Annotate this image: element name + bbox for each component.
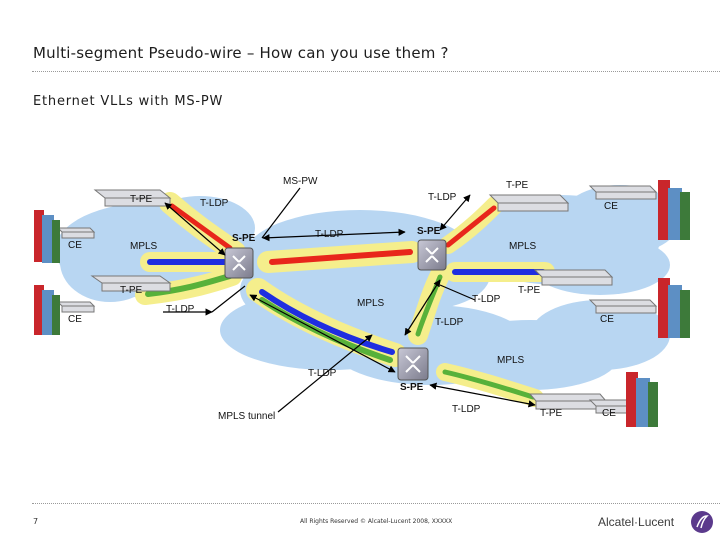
label-mpls-tunnel: MPLS tunnel: [218, 411, 275, 422]
label-ce-right-mid: CE: [600, 314, 614, 325]
logo-mark: [691, 511, 713, 533]
label-ms-pw: MS-PW: [283, 176, 318, 187]
tldp-arrows: [163, 187, 536, 413]
label-mpls-left: MPLS: [130, 241, 158, 252]
label-spe-bottom: S-PE: [400, 382, 424, 393]
label-tpe-top-left: T-PE: [130, 194, 153, 205]
building-icon: [658, 180, 690, 240]
label-mpls-center: MPLS: [357, 298, 385, 309]
label-spe-left: S-PE: [232, 233, 256, 244]
slide-subtitle: Ethernet VLLs with MS-PW: [33, 94, 224, 109]
label-tldp-left-bottom: T-LDP: [166, 304, 195, 315]
building-icon: [626, 372, 658, 427]
building-icon: [658, 278, 690, 338]
label-tldp-center-right: T-LDP: [435, 317, 464, 328]
label-ce-left-top: CE: [68, 240, 82, 251]
building-icon: [34, 285, 60, 335]
page-number: 7: [33, 517, 39, 526]
label-tldp-right-mid: T-LDP: [472, 294, 501, 305]
building-icon: [34, 210, 60, 263]
label-ce-left-bottom: CE: [68, 314, 82, 325]
label-tldp-top-left: T-LDP: [200, 198, 229, 209]
label-tldp-top-right: T-LDP: [428, 192, 457, 203]
logo-icon: Alcatel·Lucent: [598, 510, 718, 534]
logo-text: Alcatel·Lucent: [598, 515, 675, 529]
footer-divider: [32, 503, 720, 504]
label-mpls-right: MPLS: [509, 241, 537, 252]
label-ce-bottom-right: CE: [602, 408, 616, 419]
label-tldp-center: T-LDP: [315, 229, 344, 240]
label-tpe-right-mid: T-PE: [518, 285, 541, 296]
router-icon: [417, 239, 447, 271]
label-tldp-bottom-right: T-LDP: [452, 404, 481, 415]
router-icon: [397, 347, 429, 381]
label-tldp-bottom: T-LDP: [308, 368, 337, 379]
label-tpe-bottom-right: T-PE: [540, 408, 563, 419]
router-icon: [224, 247, 254, 279]
label-tpe-left-bottom: T-PE: [120, 285, 143, 296]
title-divider: [32, 71, 720, 72]
switch-icon: [56, 185, 658, 414]
label-ce-top-right: CE: [604, 201, 618, 212]
label-mpls-bottom: MPLS: [497, 355, 525, 366]
label-spe-right: S-PE: [417, 226, 441, 237]
label-tpe-top-right: T-PE: [506, 180, 529, 191]
copyright-footer: All Rights Reserved © Alcatel-Lucent 200…: [300, 518, 453, 525]
slide-title: Multi-segment Pseudo-wire – How can you …: [33, 44, 449, 62]
